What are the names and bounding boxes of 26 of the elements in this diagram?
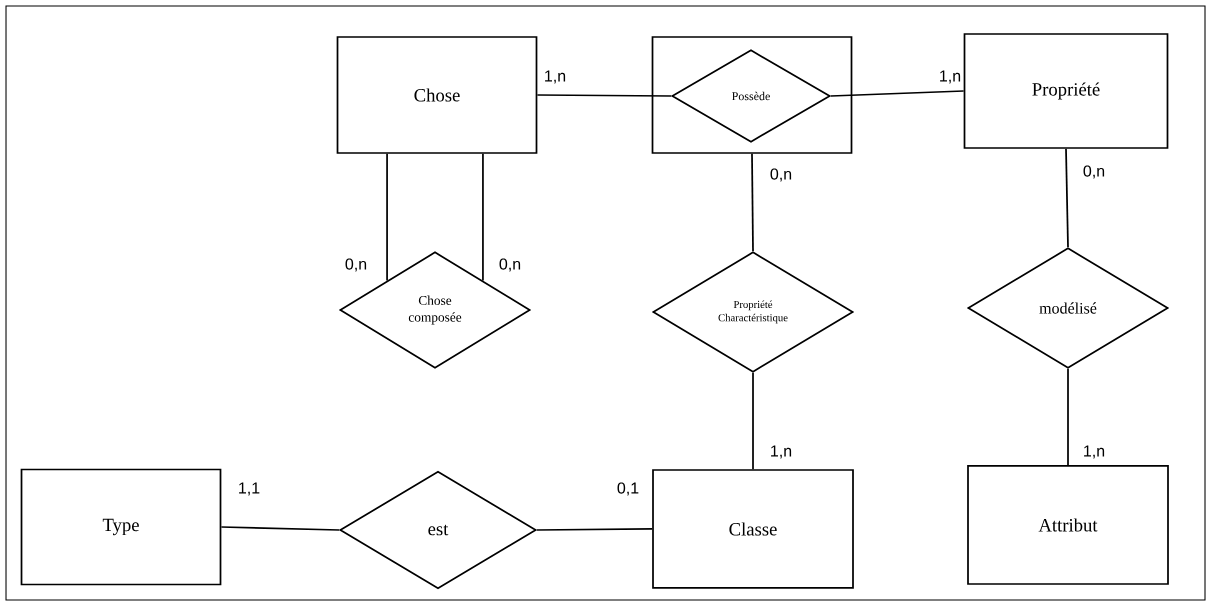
cardinality-label: 0,n [1081, 164, 1107, 180]
connector-line [220, 526, 340, 531]
connector-line [1065, 148, 1069, 248]
cardinality-label: 1,n [1081, 444, 1107, 460]
cardinality-label: 1,n [542, 69, 568, 85]
entity-box: Chose [336, 36, 538, 154]
connector-line [830, 90, 965, 97]
entity-box: Attribut [967, 465, 1169, 585]
cardinality-label: 1,n [937, 69, 963, 85]
entity-box: Classe [652, 469, 854, 589]
connector-line [482, 153, 484, 282]
cardinality-label: 0,n [497, 257, 523, 273]
connector-line [1067, 368, 1069, 466]
cardinality-label: 1,1 [236, 481, 262, 497]
cardinality-label: 0,n [343, 257, 369, 273]
entity-box: Propriété [963, 33, 1169, 149]
connector-line [536, 94, 672, 97]
connector-line [751, 153, 754, 252]
entity-box: Type [20, 468, 222, 586]
connector-line [752, 372, 754, 470]
cardinality-label: 0,n [768, 167, 794, 183]
connector-line [386, 153, 388, 282]
connector-line [536, 528, 653, 531]
cardinality-label: 1,n [768, 444, 794, 460]
associative-entity-box [651, 36, 853, 154]
cardinality-label: 0,1 [615, 481, 641, 497]
